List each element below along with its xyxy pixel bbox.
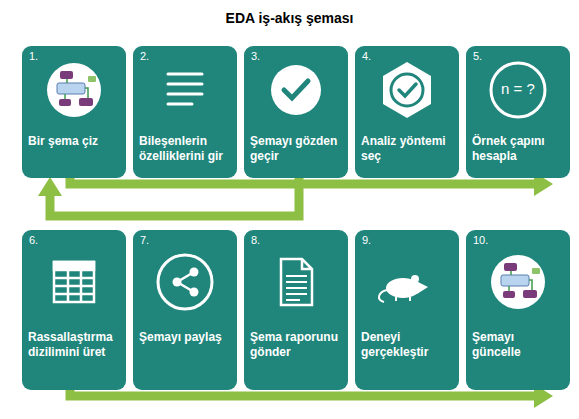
check-mark (399, 84, 416, 96)
schema-picture (47, 63, 101, 117)
lines-icon (168, 74, 202, 104)
icon-hexagon (383, 62, 431, 118)
step-label: Şemayı gözden geçir (250, 134, 344, 164)
mouse-tail (379, 290, 387, 302)
step-label: Deneyi gerçekleştir (361, 330, 455, 360)
icon-line (168, 83, 202, 86)
share-icon (158, 255, 212, 309)
icon-text: n = ? (466, 80, 570, 97)
table-frame (54, 262, 94, 302)
step-number: 2. (140, 50, 149, 62)
document-outline (281, 259, 312, 305)
step-label: Şema raporunu gönder (250, 330, 344, 360)
step-label: Analiz yöntemi seç (361, 134, 455, 164)
share-dot (190, 268, 199, 277)
share-dot (173, 278, 182, 287)
table-header (54, 262, 94, 270)
step-number: 10. (473, 234, 488, 246)
table-grid (54, 270, 94, 302)
step-label: Rassallaştırma dizilimini üret (28, 330, 122, 360)
check-mark (284, 81, 308, 98)
step-tile: 10. Şemayı güncelle (466, 230, 570, 390)
icon-line (168, 103, 192, 106)
step-label: Bileşenlerin özelliklerini gir (139, 134, 233, 164)
mouse-ear (411, 275, 419, 283)
step-tile: 8. Şema raporunu gönder (244, 230, 348, 390)
document-icon (281, 259, 312, 305)
step-number: 5. (473, 50, 482, 62)
step-tile: 2. Bileşenlerin özelliklerini gir (133, 46, 237, 178)
flow-arrow (70, 390, 534, 396)
step-number: 9. (362, 234, 371, 246)
mouse-legs (396, 297, 410, 301)
table-icon (54, 262, 94, 302)
icon-ring (391, 74, 423, 106)
step-label: Şemayı paylaş (139, 330, 233, 345)
icon-ring (491, 63, 545, 117)
step-number: 7. (140, 234, 149, 246)
step-number: 4. (362, 50, 371, 62)
step-tile: 9. Deneyi gerçekleştir (355, 230, 459, 390)
schema-picture (491, 255, 545, 309)
flow-arrow (50, 178, 299, 216)
step-number: 1. (29, 50, 38, 62)
step-number: 3. (251, 50, 260, 62)
step-number: 8. (251, 234, 260, 246)
step-tile: 5. n = ? Örnek çapını hesapla (466, 46, 570, 178)
step-label: Bir şema çiz (28, 134, 122, 149)
share-dot (190, 288, 199, 297)
icon-line (168, 93, 202, 96)
document-lines (286, 276, 307, 300)
diagram-title: EDA iş-akış şeması (0, 10, 579, 26)
step-tile: 6. Rassallaştırma dizilimini üret (22, 230, 126, 390)
check-icon (271, 65, 321, 115)
step-label: Örnek çapını hesapla (472, 134, 566, 164)
step-label: Şemayı güncelle (472, 330, 566, 360)
step-number: 6. (29, 234, 38, 246)
icon-disc (271, 65, 321, 115)
icon-line (168, 73, 202, 76)
hexagon-check-icon (383, 62, 431, 118)
icon-ring (158, 255, 212, 309)
mouse-icon (379, 275, 428, 302)
mouse-head (416, 281, 428, 294)
